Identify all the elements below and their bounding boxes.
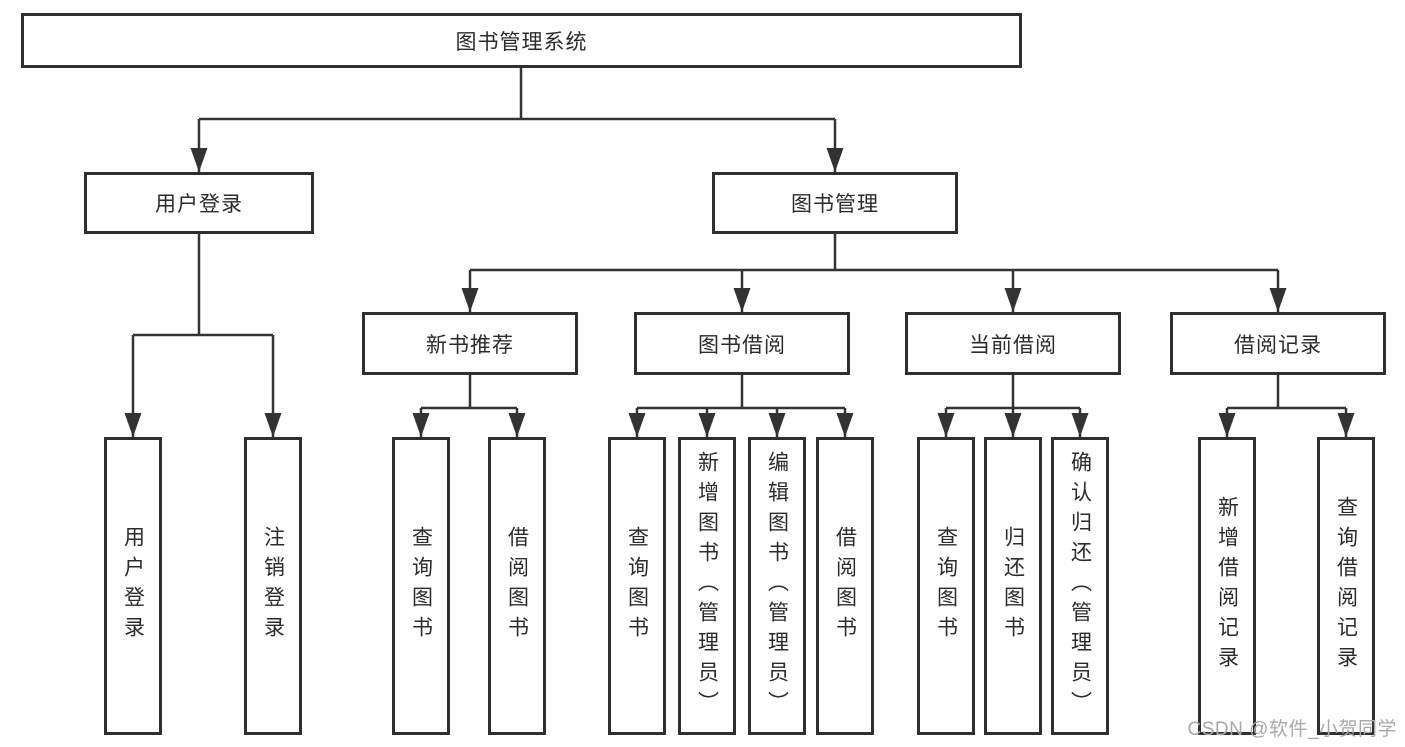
node-root: 图书管理系统 — [21, 13, 1022, 68]
node-current-borrow: 当前借阅 — [905, 312, 1121, 375]
node-book-mgmt: 图书管理 — [712, 172, 958, 234]
leaf-user-login: 用户登录 — [104, 437, 162, 735]
node-book-borrow: 图书借阅 — [634, 312, 850, 375]
leaf-logout: 注销登录 — [244, 437, 302, 735]
connector-borrow-record-to-leaves — [1218, 375, 1355, 439]
connector-root-to-level2 — [190, 68, 844, 174]
node-borrow-record-label: 借阅记录 — [1234, 333, 1322, 357]
node-user-login-label: 用户登录 — [155, 193, 243, 216]
leaf-edit-book-admin-label: 编辑图书（管理员） — [765, 451, 789, 721]
leaf-query-book-recommend-label: 查询图书 — [409, 526, 433, 646]
leaf-borrow-book-recommend: 借阅图书 — [488, 437, 546, 735]
leaf-query-borrow-record-label: 查询借阅记录 — [1334, 496, 1358, 676]
node-book-borrow-label: 图书借阅 — [698, 333, 786, 357]
leaf-query-book-recommend: 查询图书 — [392, 437, 450, 735]
leaf-return-book-label: 归还图书 — [1001, 526, 1025, 646]
leaf-borrow-book-label: 借阅图书 — [833, 526, 857, 646]
connector-book-borrow-to-leaves — [628, 375, 854, 439]
leaf-edit-book-admin: 编辑图书（管理员） — [748, 437, 806, 735]
leaf-query-borrow-record: 查询借阅记录 — [1317, 437, 1375, 735]
node-new-book-recommend: 新书推荐 — [362, 312, 578, 375]
connector-current-borrow-to-leaves — [937, 375, 1089, 439]
leaf-query-book-current: 查询图书 — [917, 437, 975, 735]
leaf-add-book-admin: 新增图书（管理员） — [678, 437, 736, 735]
leaf-borrow-book: 借阅图书 — [816, 437, 874, 735]
leaf-borrow-book-recommend-label: 借阅图书 — [505, 526, 529, 646]
node-new-book-recommend-label: 新书推荐 — [426, 333, 514, 357]
node-book-mgmt-label: 图书管理 — [791, 193, 879, 216]
node-current-borrow-label: 当前借阅 — [969, 333, 1057, 357]
node-borrow-record: 借阅记录 — [1170, 312, 1386, 375]
leaf-user-login-label: 用户登录 — [121, 526, 145, 646]
leaf-confirm-return-admin-label: 确认归还（管理员） — [1068, 451, 1092, 721]
leaf-confirm-return-admin: 确认归还（管理员） — [1051, 437, 1109, 735]
leaf-logout-label: 注销登录 — [261, 526, 285, 646]
connector-new-book-to-leaves — [412, 375, 526, 439]
leaf-query-book-borrow: 查询图书 — [608, 437, 666, 735]
node-root-label: 图书管理系统 — [455, 30, 588, 54]
leaf-query-book-borrow-label: 查询图书 — [625, 526, 649, 646]
node-user-login: 用户登录 — [84, 172, 314, 234]
leaf-query-book-current-label: 查询图书 — [934, 526, 958, 646]
leaf-add-book-admin-label: 新增图书（管理员） — [695, 451, 719, 721]
leaf-return-book: 归还图书 — [984, 437, 1042, 735]
connector-book-mgmt-to-level3 — [461, 234, 1287, 314]
leaf-add-borrow-record-label: 新增借阅记录 — [1215, 496, 1239, 676]
leaf-add-borrow-record: 新增借阅记录 — [1198, 437, 1256, 735]
csdn-watermark: CSDN @软件_小贺同学 — [1187, 719, 1397, 740]
connector-user-login-to-leaves — [124, 234, 282, 439]
